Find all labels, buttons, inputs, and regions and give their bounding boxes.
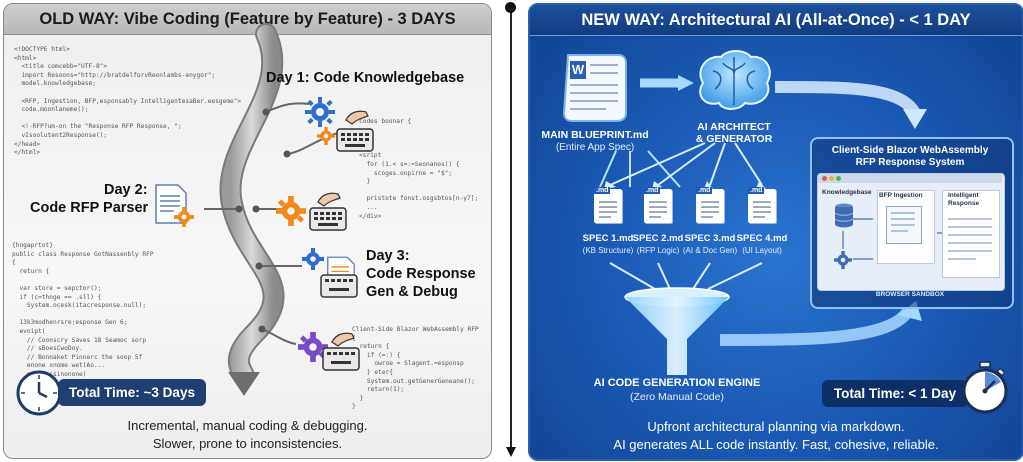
day2-label-line2: Code RFP Parser bbox=[30, 200, 149, 216]
engine-line2: (Zero Manual Code) bbox=[630, 391, 724, 403]
system-title-line2: RFP Response System bbox=[855, 157, 965, 168]
system-title-line1: Client-Side Blazor WebAssembly bbox=[831, 145, 989, 156]
spec3-title: SPEC 3.md bbox=[684, 233, 736, 244]
old-way-panel: OLD WAY: Vibe Coding (Feature by Feature… bbox=[3, 3, 492, 459]
sandbox-label: BROWSER SANDBOX bbox=[875, 291, 945, 298]
old-total-time-badge bbox=[58, 379, 206, 406]
gear-icon bbox=[834, 251, 852, 269]
funnel-icon bbox=[624, 287, 730, 375]
spec1-subtitle: (KB Structure) bbox=[582, 246, 634, 255]
code-snippet-mid-right: codes boonar { <sript for (1.< s=:=Seona… bbox=[359, 118, 479, 220]
panel-intelligent-label-1: Intelligent bbox=[948, 192, 979, 199]
spec2-subtitle: (RFP Logic) bbox=[636, 246, 680, 255]
new-total-time: Total Time: < 1 Day bbox=[833, 386, 957, 401]
code-snippet-bottom-right: Client-Side Blazor WebAssembly RFP { ret… bbox=[352, 326, 479, 411]
architect-line1: AI ARCHITECT bbox=[697, 121, 771, 133]
intelligent-lines bbox=[948, 218, 992, 260]
blueprint-document-icon bbox=[562, 54, 627, 122]
browser-toolbar bbox=[818, 174, 1002, 183]
day3-label-line2: Code Response bbox=[366, 266, 476, 282]
spec2-document-icon: .md bbox=[644, 187, 672, 223]
spec4-tag: .md bbox=[748, 187, 765, 194]
divider-arrow-head bbox=[506, 447, 516, 457]
gear-icon bbox=[317, 127, 335, 145]
ingestion-lines bbox=[891, 212, 915, 232]
hand-icon bbox=[345, 110, 369, 125]
clock-icon bbox=[16, 370, 62, 416]
browser-dot-yellow bbox=[829, 176, 834, 181]
day1-label: Day 1: Code Knowledgebase bbox=[266, 70, 465, 86]
old-footer-line2: Slower, prone to inconsistencies. bbox=[152, 436, 343, 451]
new-total-time-badge bbox=[822, 380, 968, 407]
new-way-panel: NEW WAY: Architectural AI (All-at-Once) … bbox=[528, 3, 1023, 461]
spec4-subtitle: (UI Layout) bbox=[742, 246, 782, 255]
spec4-document-icon: .md bbox=[748, 187, 776, 223]
divider-top-dot bbox=[505, 2, 516, 13]
engine-line1: AI CODE GENERATION ENGINE bbox=[593, 377, 761, 389]
code-snippet-top: <!DOCTYPE html> <html> <title comcebb="U… bbox=[14, 46, 242, 157]
browser-dot-red bbox=[822, 176, 827, 181]
document-icon bbox=[155, 184, 187, 224]
gear-icon bbox=[302, 248, 324, 270]
code-snippet-left: {hngaprtot} public class Response GotNas… bbox=[12, 242, 154, 387]
spec2-title: SPEC 2.md bbox=[632, 233, 684, 244]
spec2-tag: .md bbox=[644, 187, 661, 194]
old-way-title: OLD WAY: Vibe Coding (Feature by Feature… bbox=[4, 4, 491, 35]
hand-icon bbox=[317, 192, 341, 207]
hand-icon bbox=[331, 332, 355, 347]
new-way-title: NEW WAY: Architectural AI (All-at-Once) … bbox=[530, 5, 1022, 36]
panel-knowledgebase-label: Knowledgebase bbox=[822, 189, 872, 196]
winding-path bbox=[204, 23, 345, 396]
new-footer-line1: Upfront architectural planning via markd… bbox=[647, 419, 905, 434]
panel-intelligent-box bbox=[942, 190, 1000, 278]
blueprint-title: MAIN BLUEPRINT.md bbox=[541, 129, 649, 141]
gear-icon bbox=[298, 332, 328, 362]
gear-icon bbox=[174, 207, 194, 227]
spec1-document-icon: .md bbox=[594, 187, 622, 223]
database-icon bbox=[834, 203, 854, 228]
blueprint-w-letter: W bbox=[571, 62, 585, 77]
new-footer-line2: AI generates ALL code instantly. Fast, c… bbox=[613, 437, 939, 452]
day3-label-line3: Gen & Debug bbox=[366, 284, 458, 300]
panel-divider bbox=[510, 3, 512, 453]
brain-icon bbox=[699, 50, 771, 110]
spec4-title: SPEC 4.md bbox=[736, 233, 788, 244]
keyboard-icon bbox=[336, 128, 374, 152]
gear-icon bbox=[305, 97, 335, 127]
spec3-tag: .md bbox=[696, 187, 713, 194]
day2-label-line1: Day 2: bbox=[104, 182, 148, 198]
keyboard-icon bbox=[309, 207, 347, 231]
panel-ingestion-label: BFP Ingestion bbox=[879, 192, 923, 199]
old-footer-line1: Incremental, manual coding & debugging. bbox=[127, 418, 368, 433]
spec1-title: SPEC 1.md bbox=[582, 233, 634, 244]
spec3-document-icon: .md bbox=[696, 187, 724, 223]
browser-dot-green bbox=[836, 176, 841, 181]
blueprint-subtitle: (Entire App Spec) bbox=[555, 142, 635, 153]
keyboard-icon bbox=[322, 347, 360, 371]
panel-intelligent-label-2: Response bbox=[948, 200, 980, 207]
gear-icon bbox=[276, 196, 306, 226]
stopwatch-icon bbox=[962, 361, 1008, 414]
old-total-time: Total Time: ~3 Days bbox=[69, 385, 195, 400]
day3-label-line1: Day 3: bbox=[366, 248, 410, 264]
architect-line2: & GENERATOR bbox=[695, 133, 773, 145]
spec3-subtitle: (AI & Doc Gen) bbox=[682, 246, 738, 255]
spec1-tag: .md bbox=[594, 187, 611, 194]
keyboard-icon bbox=[320, 274, 358, 298]
